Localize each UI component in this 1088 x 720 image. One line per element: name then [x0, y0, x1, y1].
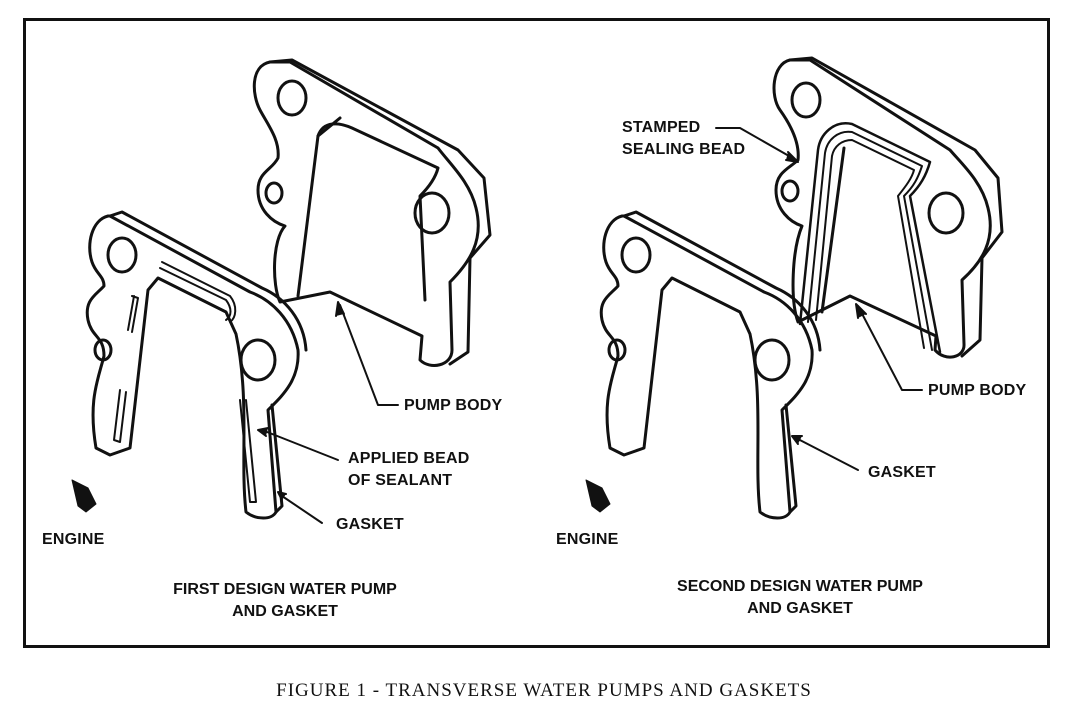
figure-title: FIGURE 1 - TRANSVERSE WATER PUMPS AND GA… [276, 680, 812, 701]
left-engine-arrow-icon [71, 479, 97, 513]
right-gasket [599, 210, 822, 520]
left-gasket-label: GASKET [336, 516, 404, 533]
right-engine-label: ENGINE [556, 531, 619, 548]
right-gasket-label: GASKET [868, 464, 936, 481]
right-leader-lines [715, 127, 923, 471]
left-leader-lines [257, 301, 399, 524]
left-pump-body-label: PUMP BODY [404, 397, 503, 414]
right-pump-body [772, 56, 1004, 359]
sealant-label: APPLIED BEAD OF SEALANT [348, 450, 470, 489]
figure-frame [23, 18, 1050, 648]
right-caption: SECOND DESIGN WATER PUMP AND GASKET [677, 578, 923, 617]
left-gasket [85, 210, 308, 520]
left-engine-label: ENGINE [42, 531, 105, 548]
left-caption: FIRST DESIGN WATER PUMP AND GASKET [173, 581, 397, 620]
left-pump-body [252, 58, 492, 367]
right-engine-arrow-icon [585, 479, 611, 513]
right-pump-body-label: PUMP BODY [928, 382, 1027, 399]
stamped-sealing-bead-label: STAMPED SEALING BEAD [622, 119, 746, 158]
